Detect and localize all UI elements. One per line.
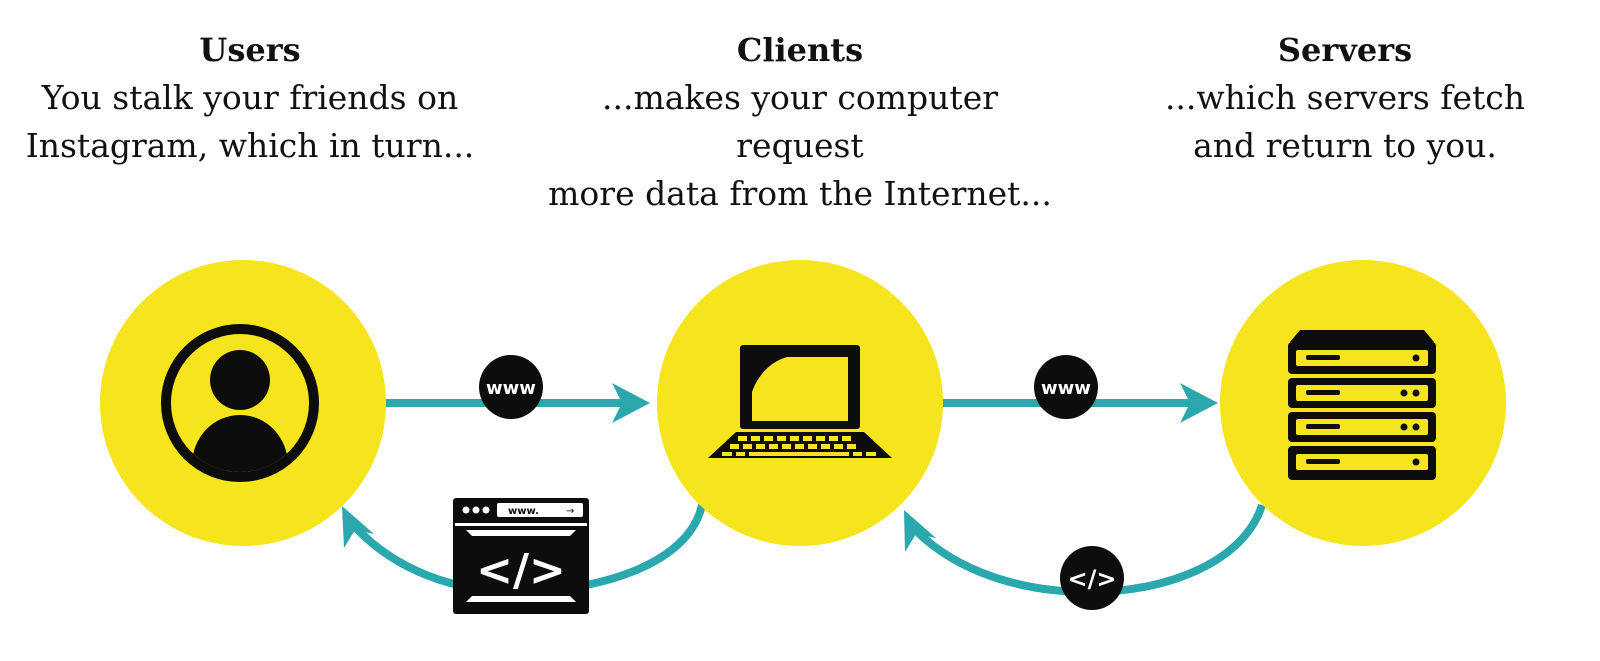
users-desc-line-1: You stalk your friends on [41,78,459,117]
laptop-icon [708,345,892,458]
browser-window-code: </> [476,545,566,596]
arrowhead-servers [1180,383,1218,423]
www-badge-left: www [479,355,543,419]
www-badge-left-label: www [486,378,536,399]
browser-window-url: www. [508,506,539,517]
clients-column: Clients ...makes your computer request m… [540,26,1060,218]
user-icon [161,324,319,482]
servers-title: Servers [1277,31,1413,69]
clients-desc-line-1: ...makes your computer request [602,78,998,165]
arrowhead-clients-return [904,510,936,552]
arrowhead-users [342,506,374,548]
www-badge-right: www [1034,355,1098,419]
code-badge-label: </> [1068,565,1117,593]
arrow-heads [342,383,1218,552]
clients-desc-line-2: more data from the Internet... [548,174,1052,213]
code-badge: </> [1060,546,1124,610]
users-desc-line-2: Instagram, which in turn... [25,126,475,165]
users-title: Users [199,31,301,69]
servers-column: Servers ...which servers fetch and retur… [1085,26,1600,170]
www-badge-right-label: www [1041,378,1091,399]
arrowhead-clients [612,383,650,423]
servers-desc-line-1: ...which servers fetch [1164,78,1526,117]
browser-window-go-icon: → [566,506,574,517]
clients-title: Clients [736,31,864,69]
servers-desc-line-2: and return to you. [1193,126,1497,165]
users-column: Users You stalk your friends on Instagra… [0,26,510,170]
browser-code-window-icon: www. → </> [453,498,589,614]
server-rack-icon [1288,330,1436,480]
